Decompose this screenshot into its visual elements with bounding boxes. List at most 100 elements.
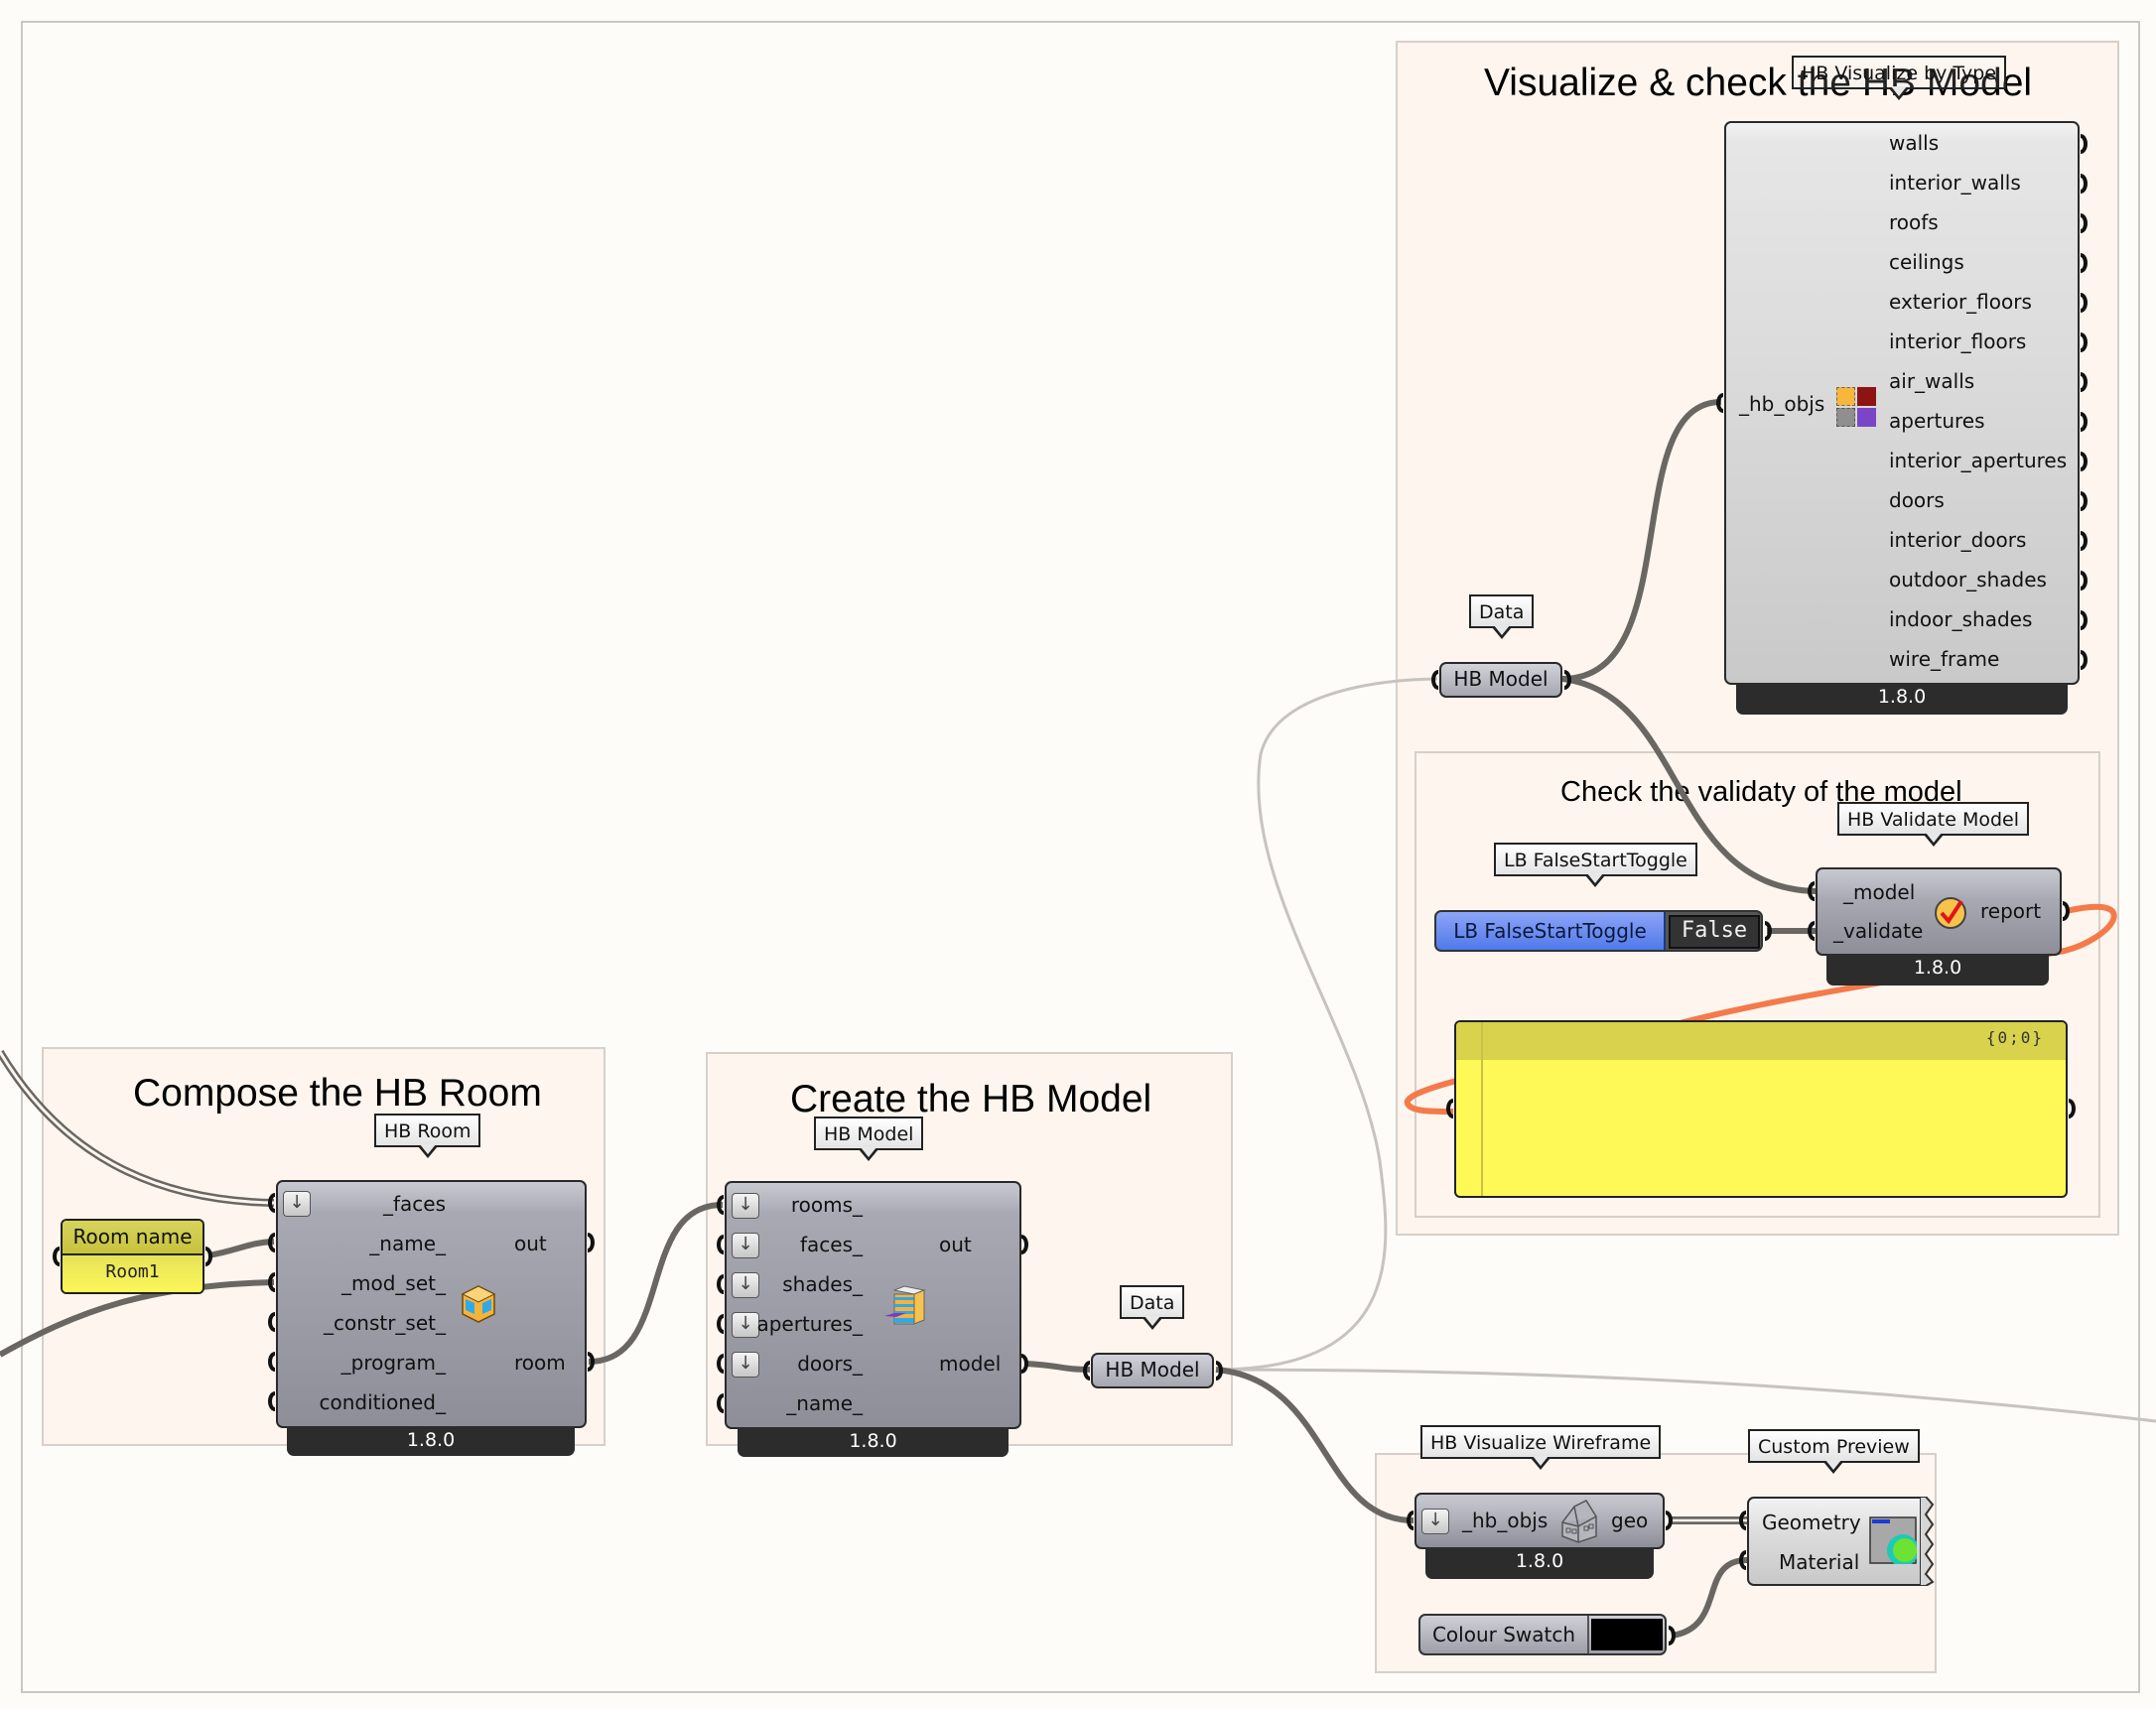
wire-top-param-visualize[interactable] [1561, 399, 1722, 682]
wire-room-rooms[interactable] [588, 1202, 724, 1365]
param-hb-model-top[interactable]: HB Model [1439, 662, 1562, 698]
component-validate-model[interactable]: _model _validate report [1816, 867, 2062, 956]
grip-out[interactable] [588, 1352, 595, 1372]
component-hb-room[interactable]: ↓ _faces _name_ _mod_set_ _constr_set_ _… [276, 1180, 587, 1428]
colour-swatch-color[interactable] [1591, 1619, 1663, 1650]
wire-faces-in[interactable] [0, 1049, 275, 1207]
flatten-icon[interactable]: ↓ [732, 1272, 759, 1298]
grip-in[interactable] [1808, 921, 1815, 941]
grip-in[interactable] [1407, 1511, 1414, 1530]
output-doors[interactable]: doors [1889, 488, 1945, 512]
input-conditioned[interactable]: conditioned_ [319, 1390, 446, 1414]
grip-out[interactable] [205, 1247, 212, 1266]
grip-in[interactable] [1739, 1511, 1746, 1530]
wire-param-wireframe[interactable] [1215, 1367, 1415, 1523]
input-shades[interactable]: shades_ [782, 1272, 863, 1296]
grip-out[interactable] [2081, 571, 2088, 591]
input-name[interactable]: _name_ [369, 1232, 446, 1255]
grip-in[interactable] [1716, 393, 1723, 413]
wire-report-panel[interactable] [1404, 903, 2117, 1115]
grip-out[interactable] [2081, 332, 2088, 352]
grip-out[interactable] [1564, 670, 1571, 690]
wire-swatch-material[interactable] [1671, 1557, 1748, 1639]
grip-in[interactable] [1808, 881, 1815, 901]
grip-out[interactable] [2069, 1099, 2076, 1118]
grip-in[interactable] [717, 1235, 724, 1254]
panel-report-content[interactable] [1488, 1066, 2056, 1186]
grip-out[interactable] [2081, 491, 2088, 511]
output-report[interactable]: report [1980, 899, 2042, 923]
grip-in[interactable] [268, 1193, 275, 1213]
flatten-icon[interactable]: ↓ [732, 1233, 759, 1258]
component-visualize-wireframe[interactable]: ↓ _hb_objs geo [1415, 1493, 1665, 1549]
output-indoor-shades[interactable]: indoor_shades [1889, 607, 2033, 631]
input-program[interactable]: _program_ [340, 1351, 446, 1375]
grip-in[interactable] [717, 1354, 724, 1374]
output-model[interactable]: model [939, 1352, 1002, 1376]
output-air-walls[interactable]: air_walls [1889, 369, 1975, 393]
grip-out[interactable] [1666, 1511, 1673, 1530]
grip-in[interactable] [268, 1352, 275, 1372]
grip-in[interactable] [268, 1312, 275, 1332]
component-hb-model[interactable]: ↓ ↓ ↓ ↓ ↓ rooms_ faces_ shades_ aperture… [725, 1181, 1021, 1429]
output-room[interactable]: room [514, 1351, 566, 1375]
grip-out[interactable] [2081, 372, 2088, 392]
output-geo[interactable]: geo [1611, 1509, 1649, 1532]
grip-in[interactable] [1739, 1550, 1746, 1570]
panel-room-name-value[interactable]: Room1 [63, 1255, 202, 1292]
grip-out[interactable] [2081, 174, 2088, 194]
output-out[interactable]: out [514, 1232, 547, 1255]
output-interior-doors[interactable]: interior_doors [1889, 528, 2027, 552]
grip-out[interactable] [1765, 921, 1772, 941]
wire-param-to-top-param[interactable] [1215, 677, 1438, 1372]
flatten-icon[interactable]: ↓ [283, 1191, 311, 1217]
grip-out[interactable] [2063, 901, 2070, 921]
grip-in[interactable] [717, 1393, 724, 1413]
grip-out[interactable] [1021, 1354, 1028, 1374]
output-interior-floors[interactable]: interior_floors [1889, 329, 2027, 353]
grip-out[interactable] [2081, 134, 2088, 154]
output-ceilings[interactable]: ceilings [1889, 250, 1964, 274]
input-material[interactable]: Material [1779, 1550, 1860, 1574]
toggle-false-start[interactable]: LB FalseStartToggle False [1434, 910, 1763, 952]
input-doors[interactable]: doors_ [797, 1352, 863, 1376]
panel-room-name[interactable]: Room name Room1 [61, 1219, 204, 1294]
grip-out[interactable] [2081, 253, 2088, 273]
grip-out[interactable] [2081, 412, 2088, 432]
input-mod-set[interactable]: _mod_set_ [341, 1271, 446, 1295]
toggle-value[interactable]: False [1669, 915, 1760, 949]
output-interior-apertures[interactable]: interior_apertures [1889, 449, 2068, 472]
wire-roomname-name[interactable] [207, 1239, 275, 1258]
grip-in[interactable] [268, 1233, 275, 1252]
output-exterior-floors[interactable]: exterior_floors [1889, 290, 2032, 314]
wire-param-offscreen[interactable] [1215, 1368, 2156, 1423]
param-hb-model-bottom[interactable]: HB Model [1091, 1353, 1214, 1388]
grip-out[interactable] [2081, 650, 2088, 670]
grip-in[interactable] [268, 1391, 275, 1411]
grip-in[interactable] [1083, 1361, 1090, 1380]
grip-in[interactable] [717, 1314, 724, 1334]
flatten-icon[interactable]: ↓ [732, 1193, 759, 1219]
output-apertures[interactable]: apertures [1889, 409, 1985, 433]
grip-out[interactable] [2081, 213, 2088, 233]
grip-out[interactable] [1669, 1626, 1676, 1645]
output-walls[interactable]: walls [1889, 131, 1940, 155]
grip-out[interactable] [1021, 1235, 1028, 1254]
grip-in[interactable] [1431, 670, 1438, 690]
input-hb-objs[interactable]: _hb_objs [1739, 392, 1825, 416]
input-rooms[interactable]: rooms_ [790, 1193, 863, 1217]
component-visualize-by-type[interactable]: _hb_objs walls interior_walls roofs ceil… [1724, 121, 2080, 685]
grip-out[interactable] [2081, 531, 2088, 551]
output-out[interactable]: out [939, 1233, 972, 1256]
grip-in[interactable] [717, 1195, 724, 1215]
input-apertures[interactable]: apertures_ [756, 1312, 863, 1336]
output-roofs[interactable]: roofs [1889, 210, 1939, 234]
input-faces[interactable]: _faces [382, 1192, 446, 1216]
input-faces[interactable]: faces_ [799, 1233, 863, 1256]
grip-in[interactable] [268, 1272, 275, 1292]
flatten-icon[interactable]: ↓ [732, 1312, 759, 1338]
grip-in[interactable] [53, 1247, 60, 1266]
wire-modset-in[interactable] [0, 1279, 275, 1358]
grip-out[interactable] [2081, 452, 2088, 471]
output-outdoor-shades[interactable]: outdoor_shades [1889, 568, 2047, 592]
